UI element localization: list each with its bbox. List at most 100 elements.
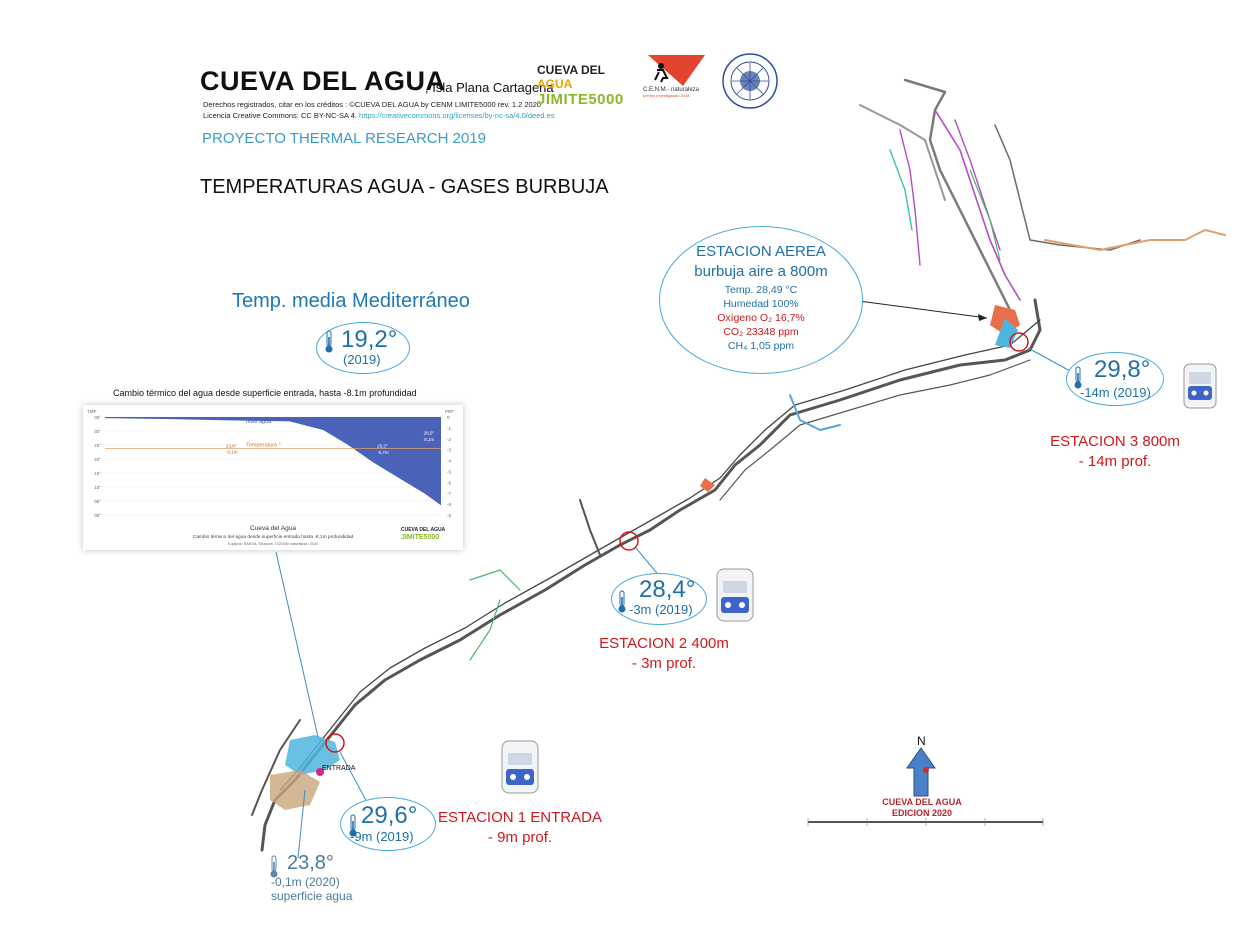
chart-caption-line2: Equipos: SAESA, Seacraft, ©CENM naturale…	[228, 542, 318, 546]
data-logger-icon	[1183, 363, 1217, 409]
thermometer-icon	[349, 814, 357, 837]
station2-depth: -3m (2019)	[629, 602, 693, 617]
thermometer-icon	[270, 855, 278, 878]
data-logger-icon	[716, 568, 754, 622]
temperature-chart: 35° 30° 25° 20° 15° 10° 05° 00° 0 -1 -2 -3 -4 -5 -6 -7 -…	[83, 405, 463, 550]
station2-temp: 28,4°	[639, 576, 696, 603]
surface-label: superficie agua	[271, 889, 353, 903]
aerea-temp: Temp. 28,49 °C	[724, 284, 798, 296]
right-tick-label: -1	[447, 426, 451, 431]
thermometer-icon	[1074, 366, 1082, 389]
left-tick-label: 35°	[94, 415, 101, 420]
station1-label: ESTACION 1 ENTRADA - 9m prof.	[430, 808, 610, 848]
project-title: PROYECTO THERMAL RESEARCH 2019	[202, 130, 486, 147]
station2-ellipse	[611, 573, 707, 625]
cenm-logo-text: C.E.N.M.- naturaleza premio investigació…	[643, 87, 723, 98]
right-tick-label: 0	[447, 415, 450, 420]
aerea-oxygen: Oxígeno O₂ 16,7%	[717, 312, 805, 324]
license-line: Licencia Creative Commons: CC BY-NC-SA 4…	[203, 111, 555, 121]
credits-line: Derechos registrados, citar en los crédi…	[203, 100, 542, 109]
chart-title: Cambio térmico del agua desde superficie…	[113, 388, 417, 398]
chart-caption-line1: Cambio térmico del agua desde superficie…	[193, 534, 354, 540]
aerea-humidity: Humedad 100%	[723, 298, 799, 310]
water-depth-area	[105, 417, 441, 506]
logo-agua-text: AGUA	[537, 77, 573, 91]
logo-limite-text: JIMITE5000	[537, 91, 624, 108]
station3-temp: 29,8°	[1094, 356, 1151, 383]
station1-prof: - 9m prof.	[487, 829, 553, 846]
station1-temp: 29,6°	[361, 802, 418, 829]
station1-ellipse	[340, 797, 436, 851]
thermometer-icon	[618, 590, 626, 613]
station3-depth: -14m (2019)	[1080, 385, 1151, 400]
mediterraneo-ellipse	[316, 322, 410, 374]
surface-depth: -0,1m (2020)	[271, 875, 340, 889]
right-tick-label: -4	[447, 459, 451, 464]
map-caption-line1: CUEVA DEL AGUA	[882, 797, 962, 807]
station2-prof: - 3m prof.	[631, 655, 697, 672]
right-tick-label: -7	[447, 491, 451, 496]
station3-ellipse	[1066, 352, 1164, 406]
cenm-logo	[648, 55, 705, 86]
mediterraneo-year: (2019)	[343, 352, 381, 367]
aerea-ch4: CH₄ 1,05 ppm	[727, 340, 795, 352]
station1-depth: -9m (2019)	[350, 829, 414, 844]
entrance-label: ENTRADA	[322, 765, 356, 772]
data-logger-icon	[501, 740, 539, 794]
map-title: CUEVA DEL AGUA	[200, 66, 446, 96]
mediterraneo-temp: 19,2°	[341, 326, 398, 353]
left-tick-label: 10°	[94, 485, 101, 490]
chart-logo-limite: JIMITE5000	[401, 534, 439, 541]
right-tick-label: -5	[447, 469, 451, 474]
right-tick-label: -6	[447, 480, 451, 485]
right-tick-label: -3	[447, 448, 451, 453]
left-tick-label: 25°	[94, 443, 101, 448]
aerea-subtitle: burbuja aire a 800m	[694, 263, 828, 280]
north-label: N	[917, 734, 926, 748]
right-tick-label: -8	[447, 502, 451, 507]
annotation-temp: 23,8°	[226, 443, 237, 448]
left-axis-label: TMP	[87, 409, 97, 414]
right-tick-label: -9	[447, 513, 451, 518]
license-text: Licencia Creative Commons: CC BY-NC-SA 4…	[203, 111, 357, 120]
series-temp-label: Temperatura °	[246, 442, 281, 448]
annotation-depth: -0,1m	[226, 449, 238, 454]
thermometer-icon	[325, 330, 333, 353]
aerea-ellipse	[659, 226, 863, 374]
page-heading: TEMPERATURAS AGUA - GASES BURBUJA	[200, 176, 609, 198]
map-subtitle: , Isla Plana Cartagena	[425, 80, 554, 95]
chart-caption-title: Cueva del Agua	[250, 525, 296, 532]
series-water-label: nivel agua	[246, 419, 272, 425]
station3-label: ESTACION 3 800m - 14m prof.	[1040, 432, 1190, 472]
cenm-name: C.E.N.M.- naturaleza	[643, 87, 700, 93]
station2-name: ESTACION 2 400m	[599, 635, 729, 652]
map-caption-line2: EDICION 2020	[891, 808, 953, 818]
annotation-depth: -5,7m	[377, 450, 389, 455]
annotation-temp: 28,9°	[424, 430, 435, 435]
cenm-sub: premio investigación 2018	[643, 93, 690, 98]
station3-prof: - 14m prof.	[1078, 453, 1152, 470]
chart-logo-text: CUEVA DEL AGUA	[401, 527, 446, 533]
left-tick-label: 00°	[94, 513, 101, 518]
university-seal-logo	[722, 53, 778, 109]
right-axis-label: PRF	[445, 409, 454, 414]
annotation-depth: 8,1m	[424, 437, 434, 442]
left-tick-label: 20°	[94, 457, 101, 462]
cueva-limite-logo: CUEVA DEL AGUA JIMITE5000	[537, 63, 632, 108]
station1-name: ESTACION 1 ENTRADA	[438, 809, 602, 826]
surface-temp: 23,8°	[287, 852, 334, 874]
left-tick-label: 30°	[94, 429, 101, 434]
aerea-title: ESTACION AEREA	[696, 243, 826, 260]
left-tick-label: 05°	[94, 499, 101, 504]
chart-svg: 35° 30° 25° 20° 15° 10° 05° 00° 0 -1 -2 -3 -4 -5 -6 -7 -…	[87, 409, 454, 546]
license-link[interactable]: https://creativecommons.org/licenses/by-…	[359, 111, 555, 120]
aerea-co2: CO₂ 23348 ppm	[723, 326, 799, 338]
station3-name: ESTACION 3 800m	[1050, 433, 1180, 450]
map-caption: CUEVA DEL AGUA EDICION 2020	[877, 797, 967, 819]
left-tick-label: 15°	[94, 471, 101, 476]
station2-label: ESTACION 2 400m - 3m prof.	[589, 634, 739, 674]
mediterraneo-title: Temp. media Mediterráneo	[232, 290, 470, 312]
annotation-temp: 25,3°	[377, 443, 388, 448]
right-tick-label: -2	[447, 437, 451, 442]
